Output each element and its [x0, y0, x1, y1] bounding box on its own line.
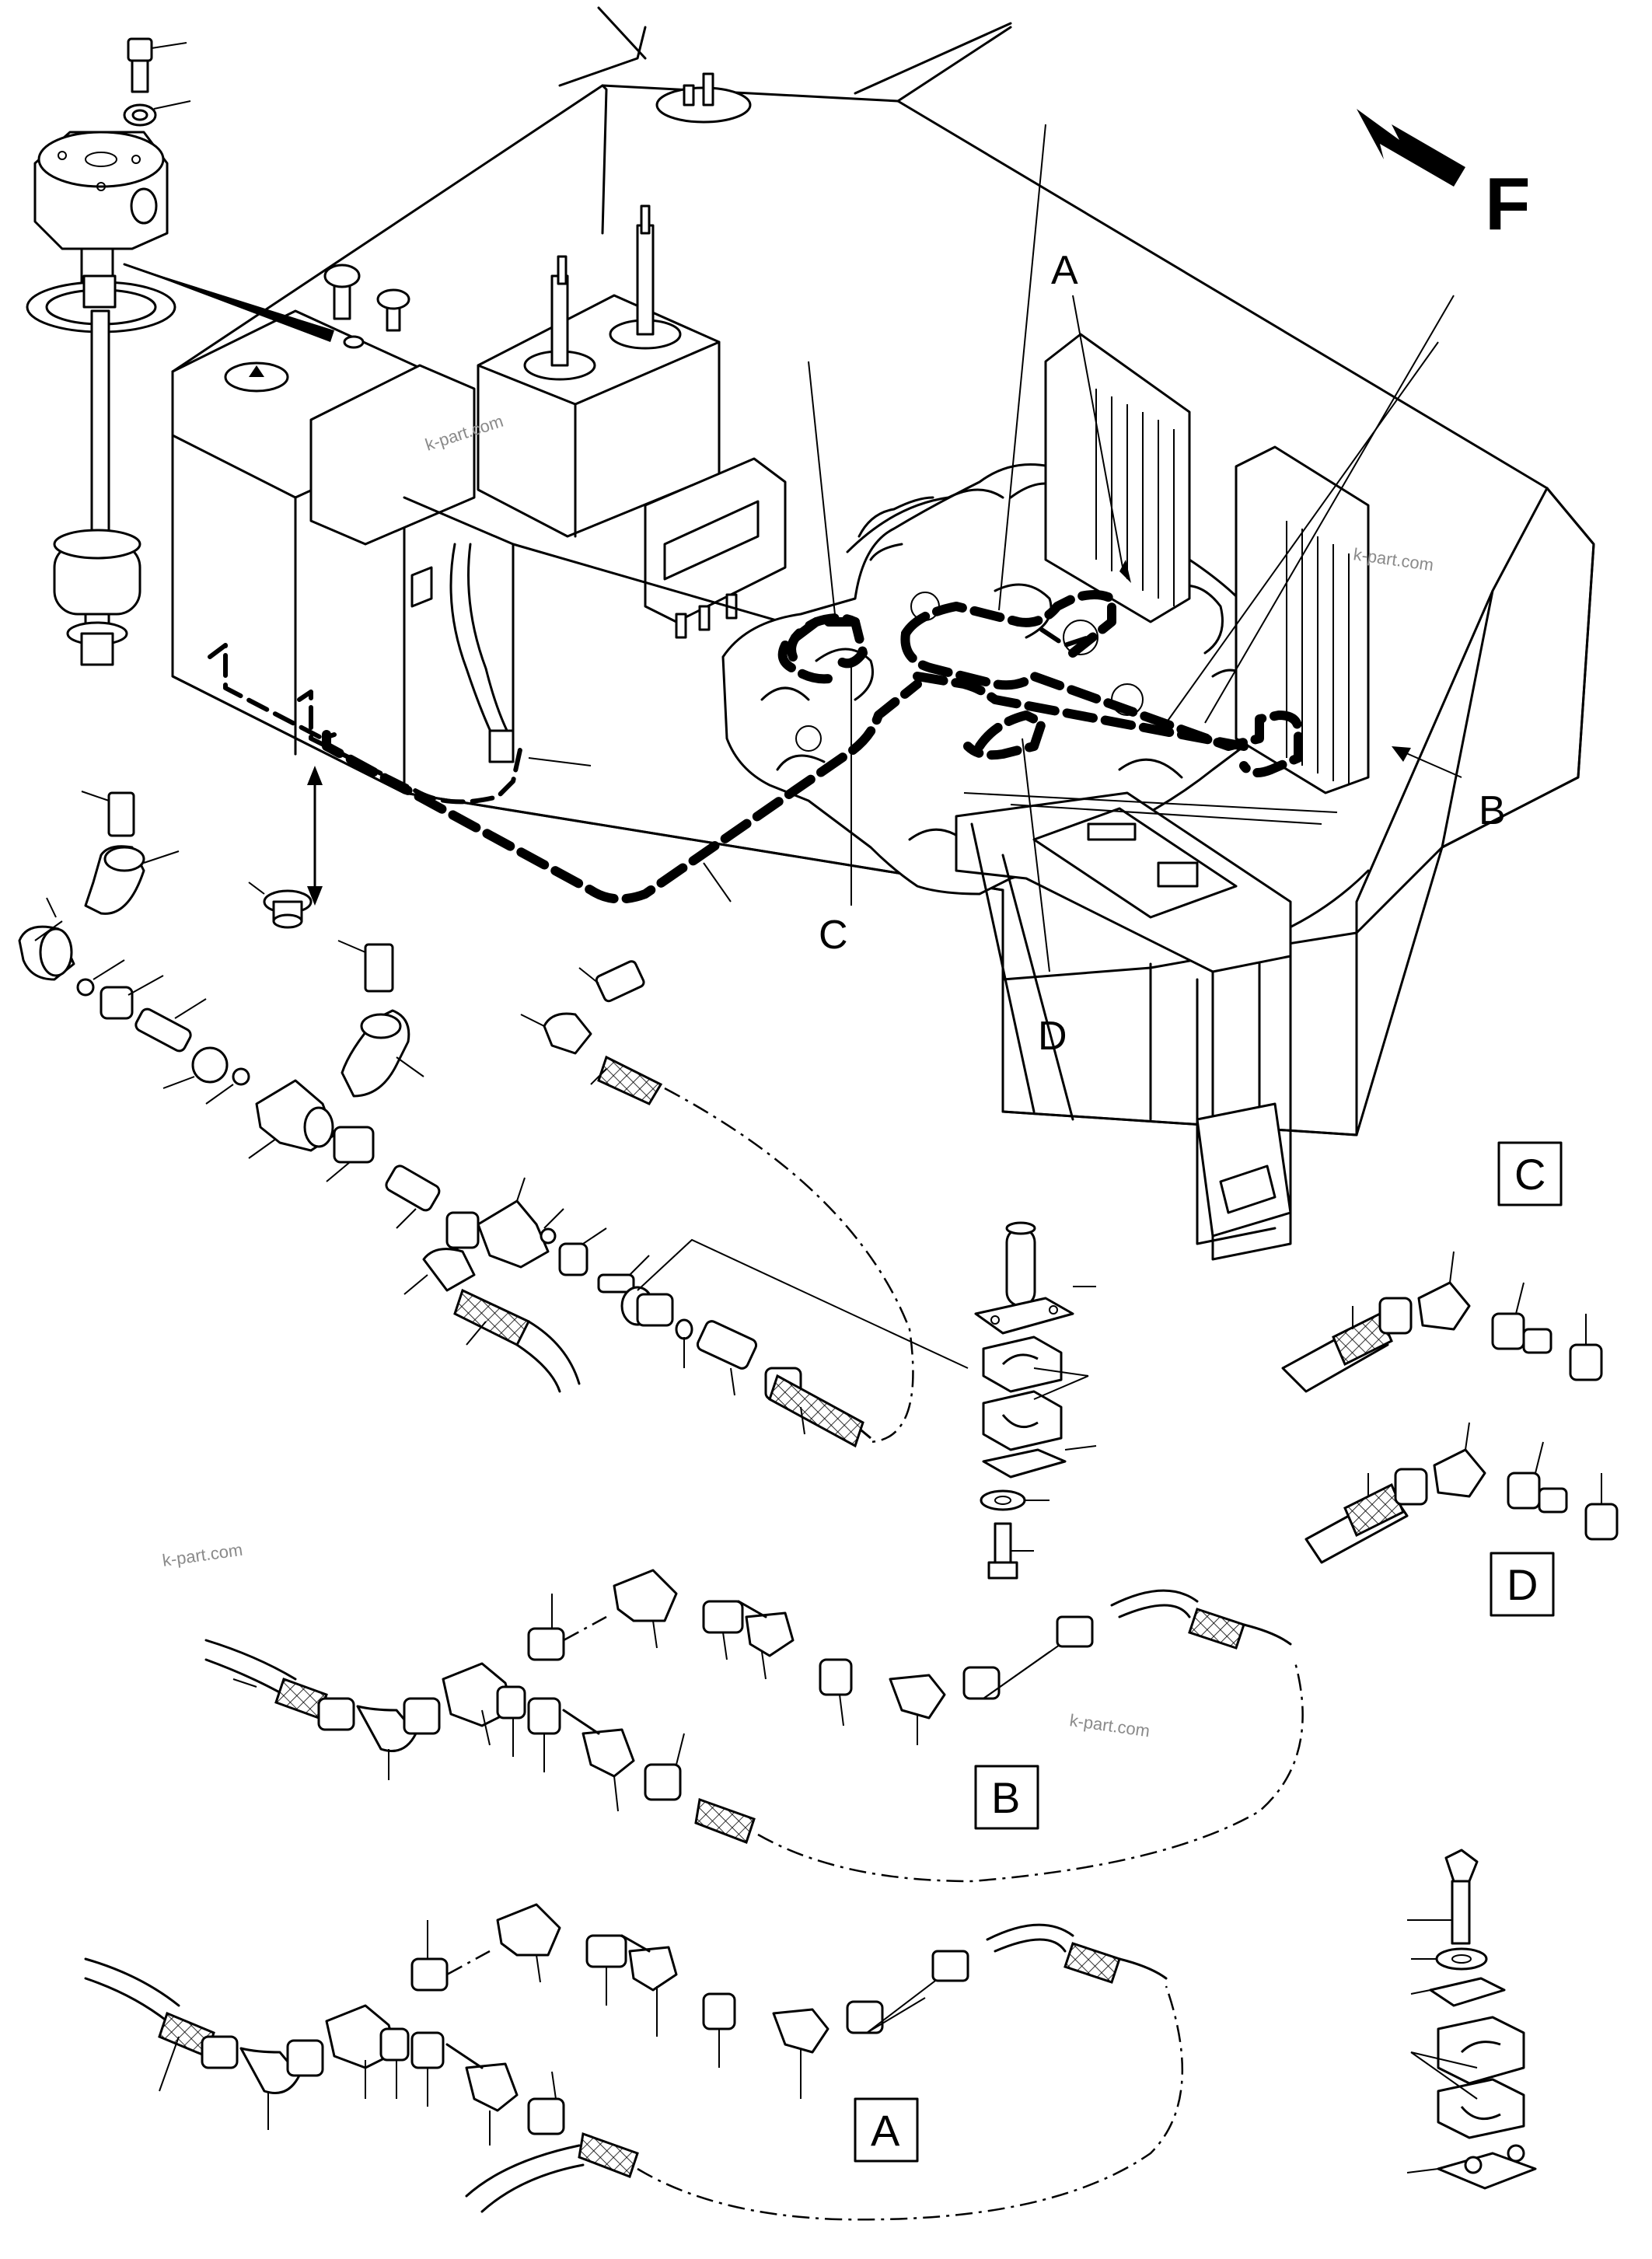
- level-gauge-exploded: [26, 37, 334, 666]
- callout-b: B: [1479, 788, 1506, 833]
- piping-routes: [208, 590, 1303, 904]
- view-leaders: [528, 124, 1462, 972]
- piping-exploded-left: [18, 791, 969, 1448]
- callout-a: A: [1051, 248, 1078, 293]
- detail-c: C: [1281, 1141, 1603, 1393]
- detail-d: D: [1304, 1422, 1619, 1617]
- forward-direction-arrow: F: [1357, 109, 1531, 246]
- detail-a: A: [84, 1903, 1184, 2221]
- callout-d: D: [1038, 1014, 1067, 1059]
- drain-plug: [248, 766, 323, 929]
- direction-label: F: [1485, 162, 1531, 246]
- detail-b: B: [204, 1569, 1304, 1883]
- frame-boom-base: [955, 791, 1292, 1261]
- detail-box-d-label: D: [1507, 1560, 1538, 1609]
- detail-box-b-label: B: [991, 1773, 1020, 1822]
- callout-c: C: [819, 913, 848, 958]
- detail-box-a-label: A: [871, 2106, 900, 2155]
- watermark-3: k-part.com: [161, 1540, 243, 1570]
- clamp-assembly-center: [974, 1221, 1097, 1580]
- main-view-callouts: A B C D: [819, 248, 1506, 1059]
- watermark-4: k-part.com: [1068, 1710, 1151, 1741]
- detail-box-c-label: C: [1514, 1150, 1545, 1199]
- clamp-assembly-bottom: [1406, 1849, 1537, 2190]
